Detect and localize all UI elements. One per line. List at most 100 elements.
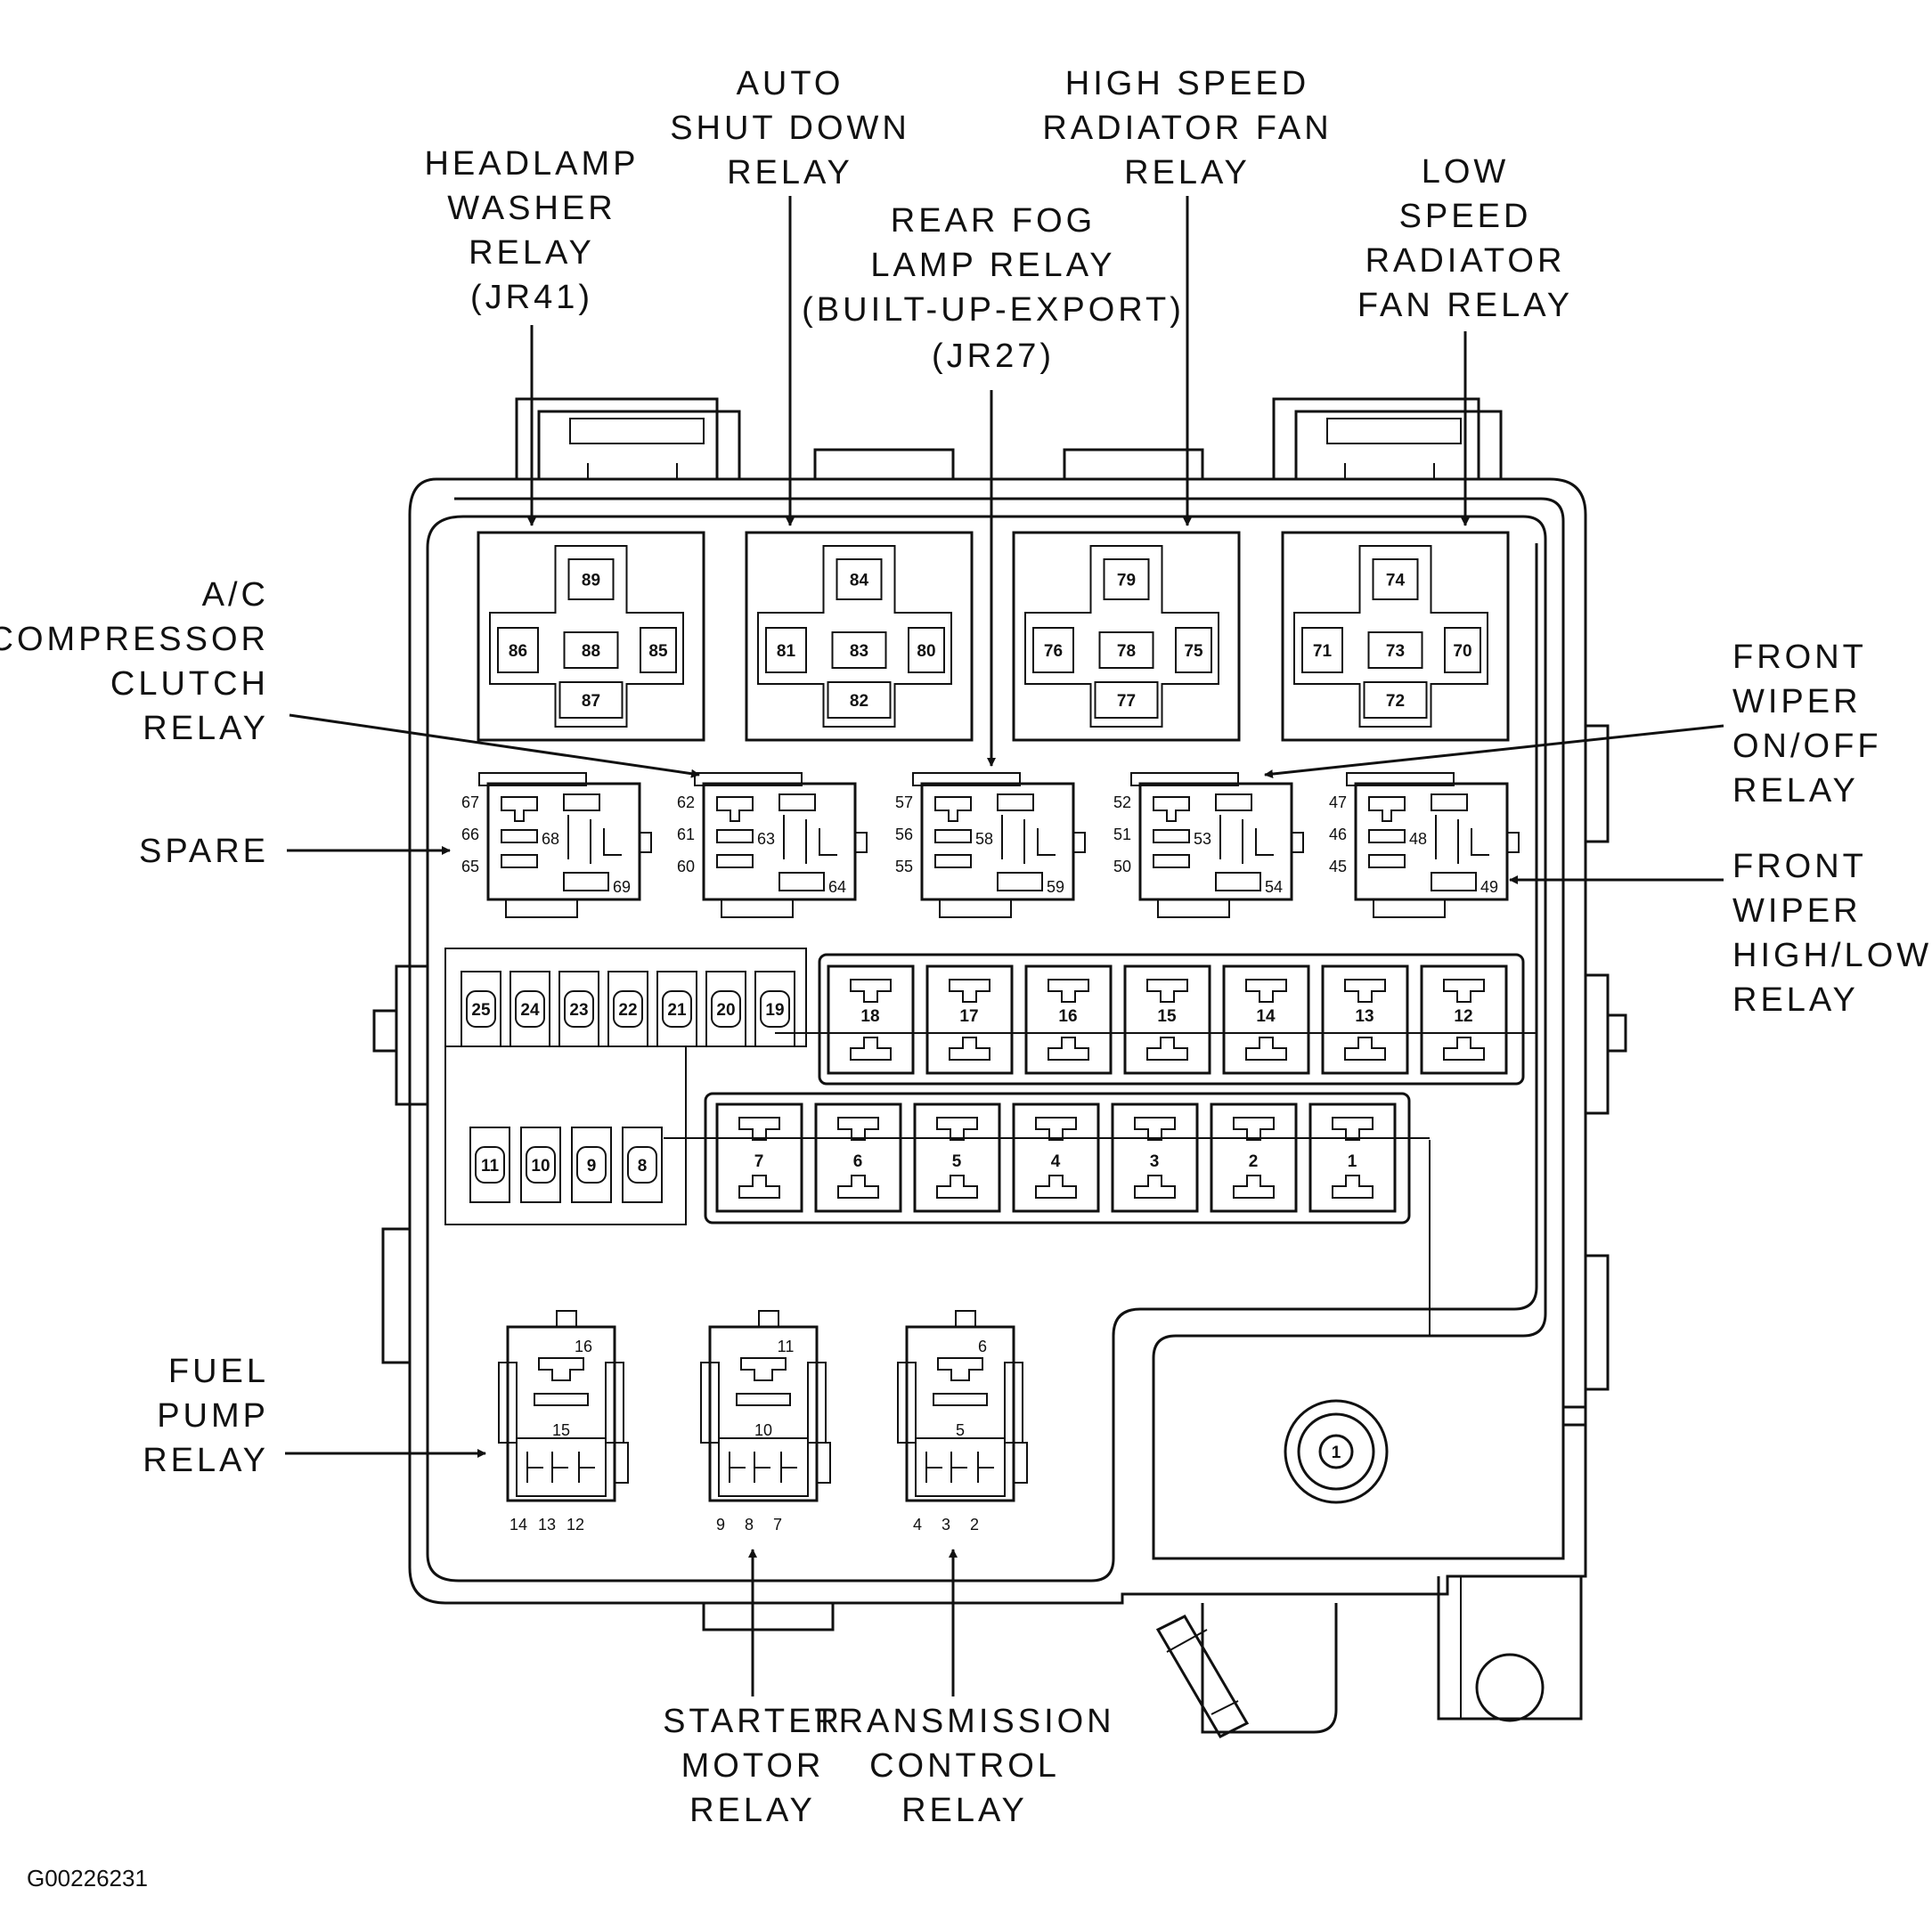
label-ac-compressor-clutch-relay: A/C COMPRESSOR CLUTCH RELAY — [0, 576, 269, 747]
svg-text:RADIATOR: RADIATOR — [1365, 242, 1566, 280]
mini-fuse-number: 9 — [587, 1157, 597, 1176]
relay-mid-pin: 15 — [552, 1421, 570, 1439]
pin-bottom-label: 82 — [850, 692, 868, 711]
cartridge-fuse-number: 17 — [959, 1007, 978, 1026]
pin-center — [1367, 631, 1423, 669]
relay-bottom-pin: 13 — [538, 1516, 556, 1534]
mini-fuse-number: 19 — [765, 1001, 784, 1020]
cartridge-fuse-4: 4 — [1012, 1102, 1100, 1213]
pin-top-label: 84 — [850, 572, 869, 590]
pin-right — [908, 627, 945, 673]
mini-fuse-number: 11 — [481, 1157, 500, 1176]
label-auto-shut-down-relay: AUTO SHUT DOWN RELAY — [670, 65, 910, 191]
svg-text:COMPRESSOR: COMPRESSOR — [0, 621, 269, 658]
pin-left-label: 71 — [1313, 642, 1333, 661]
cartridge-fuse-number: 2 — [1249, 1152, 1259, 1171]
pin-left — [765, 627, 807, 673]
mini-relay-center-pin: 48 — [1409, 830, 1427, 848]
label-spare: SPARE — [139, 833, 269, 870]
mini-relay-side-pin: 52 — [1113, 793, 1131, 811]
mini-relay-corner-pin: 64 — [828, 878, 846, 896]
cartridge-fuse-number: 3 — [1150, 1152, 1160, 1171]
mini-fuse-9: 9 — [571, 1127, 612, 1203]
svg-text:WASHER: WASHER — [447, 190, 615, 227]
cartridge-fuse-5: 5 — [913, 1102, 1001, 1213]
pin-left-label: 86 — [509, 642, 527, 661]
cartridge-fuse-15: 15 — [1123, 964, 1211, 1075]
svg-text:RADIATOR FAN: RADIATOR FAN — [1042, 110, 1332, 147]
relay-bottom-pin: 8 — [745, 1516, 754, 1534]
mini-fuse-11: 11 — [469, 1127, 510, 1203]
pin-left-label: 81 — [777, 642, 796, 661]
svg-text:RELAY: RELAY — [689, 1792, 816, 1829]
cartridge-fuse-number: 1 — [1348, 1152, 1357, 1171]
mini-relay-corner-pin: 59 — [1047, 878, 1064, 896]
mini-fuse-19: 19 — [754, 971, 795, 1047]
stud-center — [1318, 1434, 1354, 1469]
svg-text:(JR27): (JR27) — [932, 338, 1055, 375]
mini-relay-center-pin: 58 — [975, 830, 993, 848]
relay-bottom-pin: 14 — [509, 1516, 527, 1534]
pin-left — [497, 627, 539, 673]
relay-bottom-pin: 2 — [970, 1516, 979, 1534]
pin-bottom-label: 72 — [1386, 692, 1405, 711]
pin-left-label: 76 — [1044, 642, 1063, 661]
svg-text:(BUILT-UP-EXPORT): (BUILT-UP-EXPORT) — [802, 291, 1185, 329]
cartridge-fuse-12: 12 — [1420, 964, 1508, 1075]
cartridge-fuse-number: 5 — [952, 1152, 962, 1171]
svg-text:FRONT: FRONT — [1732, 639, 1867, 676]
pin-right-label: 85 — [648, 642, 668, 661]
pin-bottom-label: 77 — [1117, 692, 1136, 711]
svg-text:RELAY: RELAY — [901, 1792, 1028, 1829]
cartridge-fuse-number: 15 — [1157, 1007, 1177, 1026]
cartridge-fuse-13: 13 — [1321, 964, 1409, 1075]
mini-relay-center-pin: 53 — [1194, 830, 1211, 848]
pin-center — [831, 631, 887, 669]
svg-text:LOW: LOW — [1422, 153, 1510, 191]
svg-text:STARTER: STARTER — [663, 1703, 843, 1740]
cartridge-fuse-14: 14 — [1222, 964, 1310, 1075]
svg-text:SHUT DOWN: SHUT DOWN — [670, 110, 910, 147]
mini-relay-side-pin: 62 — [677, 793, 695, 811]
mini-fuse-22: 22 — [607, 971, 648, 1047]
mini-relay-side-pin: 56 — [895, 826, 913, 843]
mini-relay-side-pin: 45 — [1329, 858, 1347, 875]
mini-fuse-number: 10 — [531, 1157, 550, 1176]
cartridge-fuse-number: 6 — [853, 1152, 863, 1171]
cartridge-fuse-17: 17 — [925, 964, 1014, 1075]
mini-relay-side-pin: 55 — [895, 858, 913, 875]
cartridge-fuse-16: 16 — [1024, 964, 1113, 1075]
relay-mid-pin: 5 — [956, 1421, 965, 1439]
stud-number: 1 — [1332, 1444, 1341, 1462]
svg-text:WIPER: WIPER — [1732, 892, 1862, 930]
callout-labels: HEADLAMP WASHER RELAY (JR41) AUTO SHUT D… — [0, 65, 1928, 1892]
svg-text:RELAY: RELAY — [143, 1442, 269, 1479]
mini-fuse-20: 20 — [705, 971, 746, 1047]
cartridge-fuse-3: 3 — [1111, 1102, 1199, 1213]
mini-fuse-number: 8 — [638, 1157, 648, 1176]
cartridge-fuse-number: 16 — [1058, 1007, 1077, 1026]
relay-top-pin: 6 — [978, 1338, 987, 1355]
pin-right — [1444, 627, 1481, 673]
relay-bottom-pin: 7 — [773, 1516, 782, 1534]
pin-left — [1032, 627, 1074, 673]
label-fuel-pump-relay: FUEL PUMP RELAY — [143, 1353, 269, 1479]
mini-fuse-number: 22 — [618, 1001, 637, 1020]
pin-left — [1301, 627, 1343, 673]
svg-text:(JR41): (JR41) — [470, 279, 593, 316]
svg-text:TRANSMISSION: TRANSMISSION — [814, 1703, 1114, 1740]
svg-text:RELAY: RELAY — [1732, 772, 1859, 810]
pin-bottom — [827, 681, 892, 719]
cartridge-fuse-6: 6 — [814, 1102, 902, 1213]
pin-center — [1098, 631, 1154, 669]
